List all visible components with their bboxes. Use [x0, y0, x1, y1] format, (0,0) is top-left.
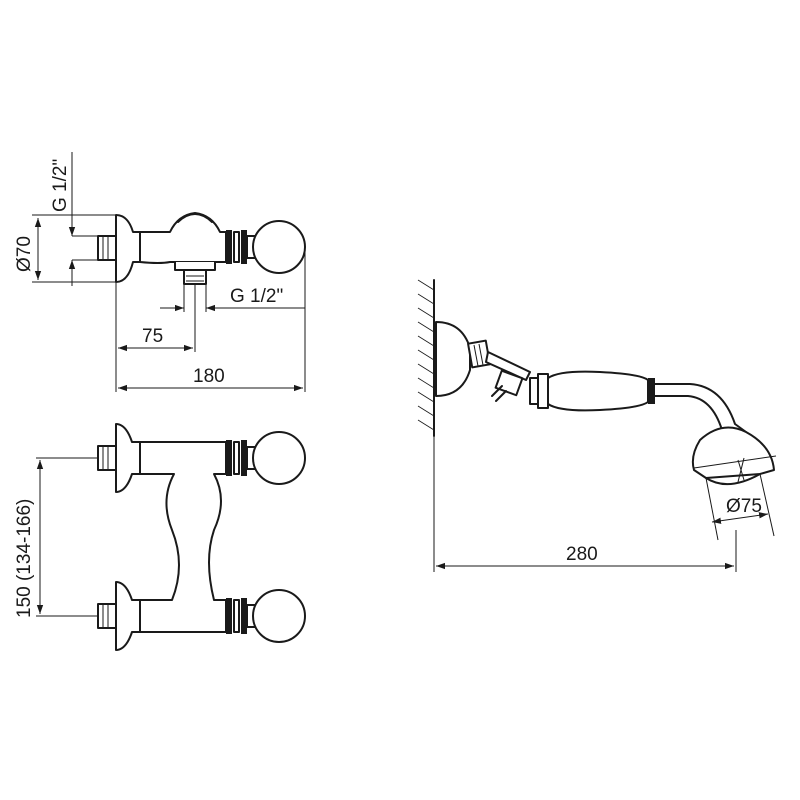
escutcheon-diameter-label: Ø70: [14, 236, 35, 272]
front-view-dimensions: [36, 457, 98, 617]
length-180-label: 180: [193, 366, 225, 387]
mixer-front-view: [97, 423, 306, 651]
side-view-dimensions: [32, 152, 306, 392]
hand-shower: [435, 321, 777, 485]
outlet-thread-label: G 1/2": [230, 286, 283, 307]
length-280-label: 280: [566, 544, 598, 565]
mixer-side-view: [97, 212, 306, 285]
inlet-thread-label: G 1/2": [50, 159, 71, 212]
shower-dimensions: [433, 436, 775, 572]
wall-hatch: [417, 279, 435, 437]
offset-75-label: 75: [142, 326, 163, 347]
head-diameter-label: Ø75: [726, 496, 762, 517]
centres-label: 150 (134-166): [14, 499, 35, 618]
